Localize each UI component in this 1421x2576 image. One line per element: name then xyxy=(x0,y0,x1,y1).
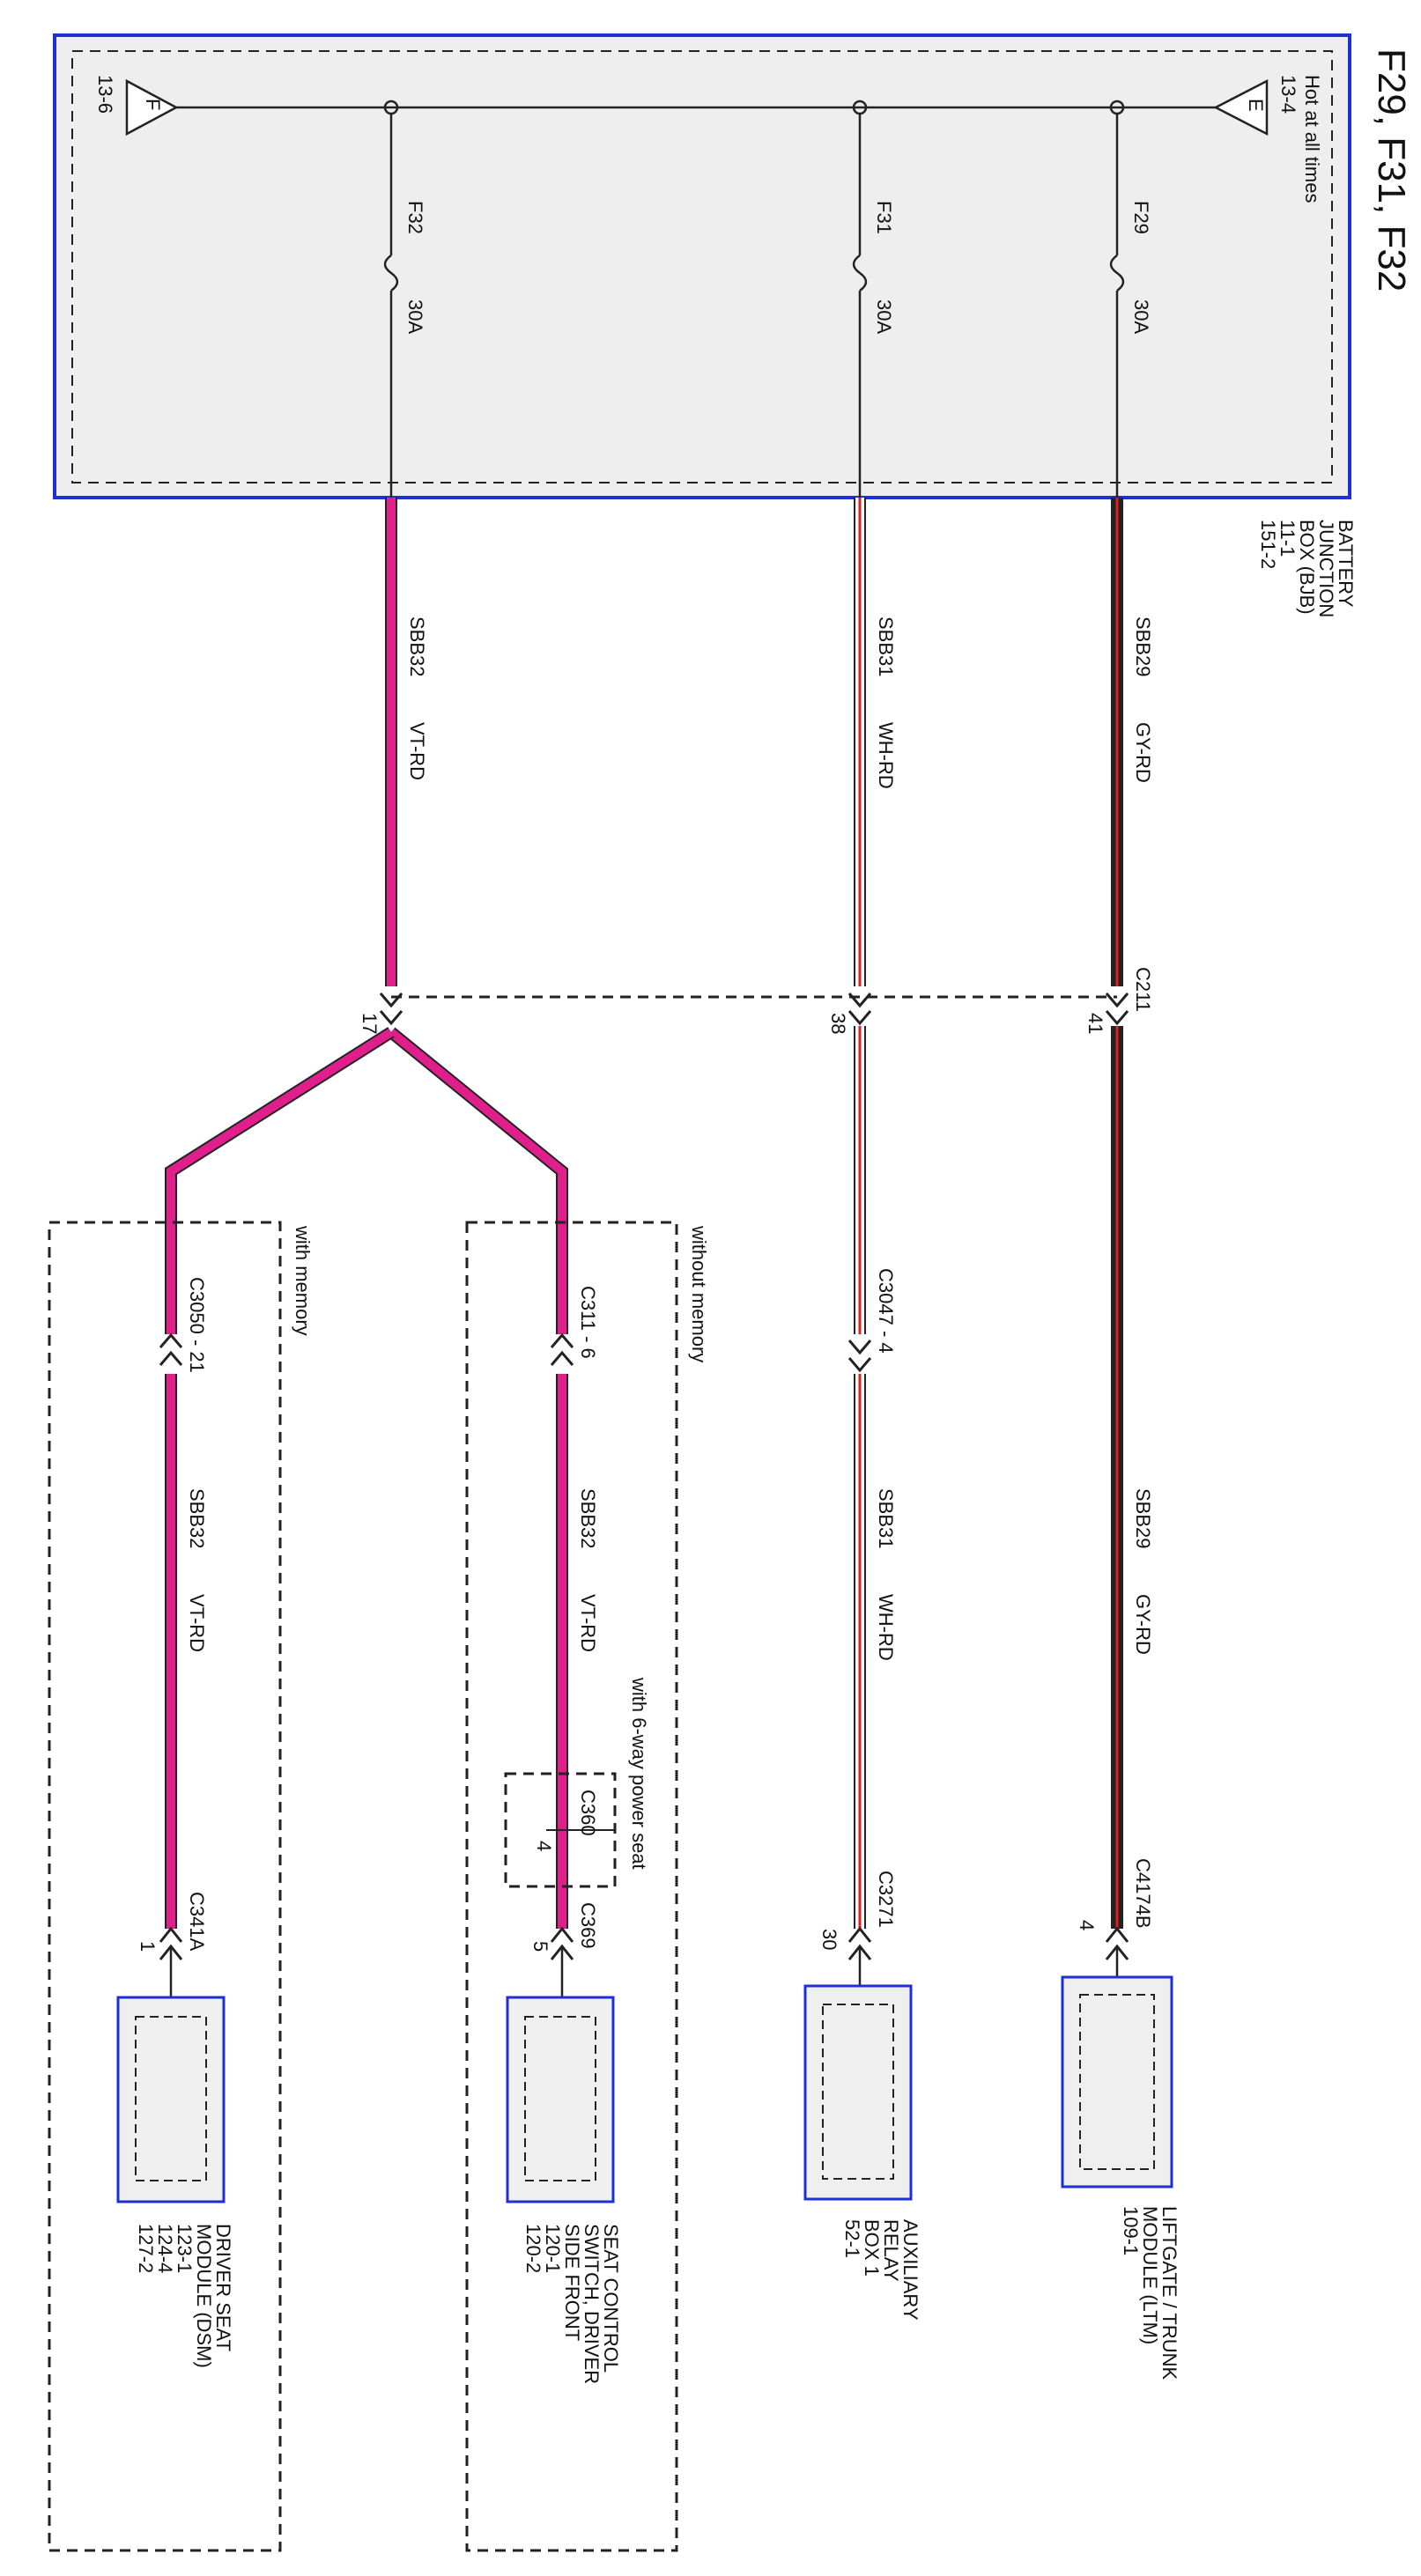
svg-text:BOX 1: BOX 1 xyxy=(861,2219,883,2277)
svg-text:123-1: 123-1 xyxy=(174,2224,196,2273)
liftgate-module-name: LIFTGATE / TRUNK MODULE (LTM) 109-1 xyxy=(1120,2206,1180,2380)
c369-pin: 5 xyxy=(529,1941,551,1952)
six-way-label: with 6-way power seat xyxy=(628,1677,650,1870)
connector-c3047 xyxy=(847,1340,872,1373)
fuse-f31-id: F31 xyxy=(873,201,895,234)
wire-label-vtrd-seat: VT-RD xyxy=(577,1594,599,1652)
c360-label: C360 xyxy=(577,1790,599,1836)
connector-c211 xyxy=(379,993,1129,1026)
c341a-label: C341A xyxy=(186,1892,208,1952)
fuse-f32-id: F32 xyxy=(404,201,426,234)
svg-text:RELAY: RELAY xyxy=(880,2219,902,2282)
wire-label-gyrd-lower: GY-RD xyxy=(1132,1594,1154,1655)
fuse-f32-icon xyxy=(383,254,399,292)
svg-text:SEAT CONTROL: SEAT CONTROL xyxy=(600,2224,622,2373)
wire-label-gyrd: GY-RD xyxy=(1132,722,1154,783)
svg-text:SIDE FRONT: SIDE FRONT xyxy=(561,2224,583,2341)
wire-label-sbb31-lower: SBB31 xyxy=(875,1488,897,1549)
c3047-label: C3047 - 4 xyxy=(875,1268,897,1354)
without-memory-label: without memory xyxy=(688,1225,710,1362)
wire-label-sbb32: SBB32 xyxy=(406,616,428,677)
svg-text:151-2: 151-2 xyxy=(1257,520,1279,569)
wire-label-vtrd-dsm: VT-RD xyxy=(186,1594,208,1652)
svg-text:120-2: 120-2 xyxy=(522,2224,544,2273)
c369-label: C369 xyxy=(577,1902,599,1949)
bjb-name: BATTERY JUNCTION BOX (BJB) 11-1 151-2 xyxy=(1257,520,1357,617)
c3271-label: C3271 xyxy=(875,1871,897,1928)
wire-label-sbb29: SBB29 xyxy=(1132,616,1154,677)
c211-pin-41: 41 xyxy=(1084,1013,1106,1034)
c4174b-pin: 4 xyxy=(1076,1920,1098,1930)
wire-label-sbb31: SBB31 xyxy=(875,616,897,677)
wire-label-sbb32-seat: SBB32 xyxy=(577,1488,599,1549)
ref-f-page: 13-6 xyxy=(94,75,116,114)
wire-label-whrd: WH-RD xyxy=(875,722,897,789)
wire-sbb32 xyxy=(165,498,568,1929)
svg-text:109-1: 109-1 xyxy=(1120,2206,1142,2255)
with-memory-label: with memory xyxy=(292,1225,314,1336)
fuse-f29-icon xyxy=(1109,254,1125,292)
c211-pin-38: 38 xyxy=(827,1013,849,1034)
seat-control-switch-name: SEAT CONTROL SWITCH, DRIVER SIDE FRONT 1… xyxy=(522,2224,622,2384)
c360-pin: 4 xyxy=(533,1841,555,1851)
seat-control-switch-block xyxy=(506,1996,615,2203)
option-box-with-memory xyxy=(48,1221,282,2552)
fuse-f31-rating: 30A xyxy=(873,299,895,334)
fuse-f31-icon xyxy=(852,254,868,292)
svg-text:BOX (BJB): BOX (BJB) xyxy=(1296,520,1318,615)
svg-text:JUNCTION: JUNCTION xyxy=(1315,520,1337,617)
ref-f-triangle-icon xyxy=(125,78,179,137)
svg-text:MODULE (LTM): MODULE (LTM) xyxy=(1139,2206,1161,2344)
svg-text:DRIVER SEAT: DRIVER SEAT xyxy=(212,2224,234,2351)
wire-label-whrd-lower: WH-RD xyxy=(875,1594,897,1661)
ref-e-triangle-icon xyxy=(1213,78,1269,137)
c211-pin-17: 17 xyxy=(359,1013,381,1034)
connector-c311 xyxy=(550,1332,574,1366)
c3050-label: C3050 - 21 xyxy=(186,1277,208,1373)
option-box-without-memory xyxy=(465,1221,678,2552)
svg-text:124-4: 124-4 xyxy=(154,2224,176,2273)
liftgate-module-block xyxy=(1061,1975,1173,2188)
auxiliary-relay-box-block xyxy=(803,1984,913,2201)
hot-at-all-times: Hot at all times xyxy=(1301,75,1323,203)
svg-text:AUXILIARY: AUXILIARY xyxy=(899,2219,921,2321)
wire-label-sbb29-lower: SBB29 xyxy=(1132,1488,1154,1549)
driver-seat-module-block xyxy=(116,1996,226,2203)
c4174b-label: C4174B xyxy=(1132,1858,1154,1929)
ref-f-letter: F xyxy=(142,99,164,110)
svg-text:52-1: 52-1 xyxy=(841,2219,863,2258)
svg-text:127-2: 127-2 xyxy=(135,2224,157,2273)
page-title: F29, F31, F32 xyxy=(1370,48,1413,292)
connector-c3050 xyxy=(159,1332,183,1366)
ref-e-page: 13-4 xyxy=(1277,75,1299,114)
svg-text:LIFTGATE / TRUNK: LIFTGATE / TRUNK xyxy=(1158,2206,1180,2380)
ref-e-letter: E xyxy=(1245,99,1267,112)
svg-text:11-1: 11-1 xyxy=(1277,520,1299,557)
svg-text:BATTERY: BATTERY xyxy=(1335,520,1357,608)
c311-label: C311 - 6 xyxy=(577,1286,599,1359)
svg-text:120-1: 120-1 xyxy=(542,2224,564,2273)
fuse-f29-id: F29 xyxy=(1130,201,1152,234)
wire-label-vtrd: VT-RD xyxy=(406,722,428,780)
fuse-f32-rating: 30A xyxy=(404,299,426,334)
c211-label: C211 xyxy=(1132,967,1154,1012)
c3271-pin: 30 xyxy=(818,1929,840,1950)
svg-text:MODULE (DSM): MODULE (DSM) xyxy=(193,2224,215,2368)
svg-text:SWITCH, DRIVER: SWITCH, DRIVER xyxy=(581,2224,603,2384)
wire-label-sbb32-dsm: SBB32 xyxy=(186,1488,208,1549)
driver-seat-module-name: DRIVER SEAT MODULE (DSM) 123-1 124-4 127… xyxy=(135,2224,234,2368)
auxiliary-relay-box-name: AUXILIARY RELAY BOX 1 52-1 xyxy=(841,2219,921,2321)
fuse-f29-rating: 30A xyxy=(1130,299,1152,334)
c341a-pin: 1 xyxy=(137,1941,159,1952)
bjb-outline xyxy=(53,33,1351,499)
